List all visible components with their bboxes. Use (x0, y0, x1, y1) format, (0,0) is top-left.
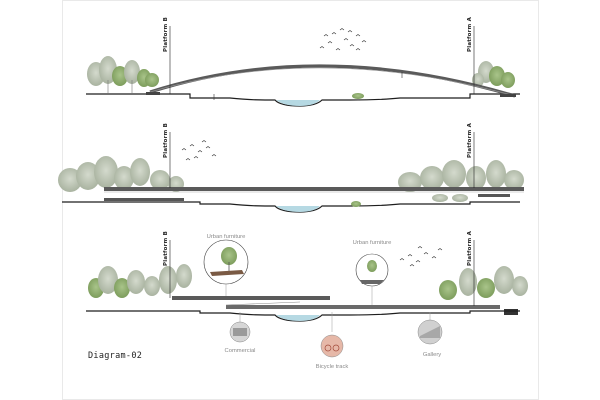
commercial-caption: Commercial (225, 348, 256, 354)
lower-ramp (226, 305, 500, 309)
platform-a-label-1: Platform A (467, 16, 473, 52)
water-channel-3 (276, 315, 320, 321)
section-3: Urban furniture Urban furniture Commerci… (86, 230, 528, 370)
flat-deck (104, 187, 524, 191)
tree-cluster-left (87, 56, 159, 93)
tree-cluster-right-2 (398, 160, 524, 202)
urban-furniture-caption-1: Urban furniture (207, 234, 246, 240)
tree-cluster-left-2 (58, 156, 184, 192)
water-channel-2 (276, 206, 320, 212)
platform-b-label-1: Platform B (163, 17, 169, 52)
section-1: Platform B Platform A (86, 16, 520, 107)
birds-flock-1 (319, 28, 367, 51)
tree-cluster-right-3 (439, 266, 528, 300)
tree-cluster-right (472, 61, 515, 88)
platform-a-label-3: Platform A (467, 230, 473, 266)
platform-b-label-2: Platform B (163, 123, 169, 158)
tree-cluster-left-3 (88, 264, 192, 298)
bicycle-track-callout (320, 334, 344, 358)
water-channel (276, 100, 320, 106)
diagram-title: Diagram-02 (88, 351, 142, 361)
curved-bridge (149, 64, 516, 98)
platform-a-label-2: Platform A (467, 122, 473, 158)
platform-b-label-3: Platform B (163, 231, 169, 266)
section-2: Platform B Platform A (58, 122, 524, 213)
urban-furniture-caption-2: Urban furniture (353, 240, 392, 246)
gallery-caption: Gallery (423, 352, 441, 358)
bicycle-track-caption: Bicycle track (316, 364, 349, 370)
upper-deck (172, 296, 330, 300)
birds-flock-2 (181, 140, 217, 161)
birds-flock-3 (399, 246, 443, 267)
